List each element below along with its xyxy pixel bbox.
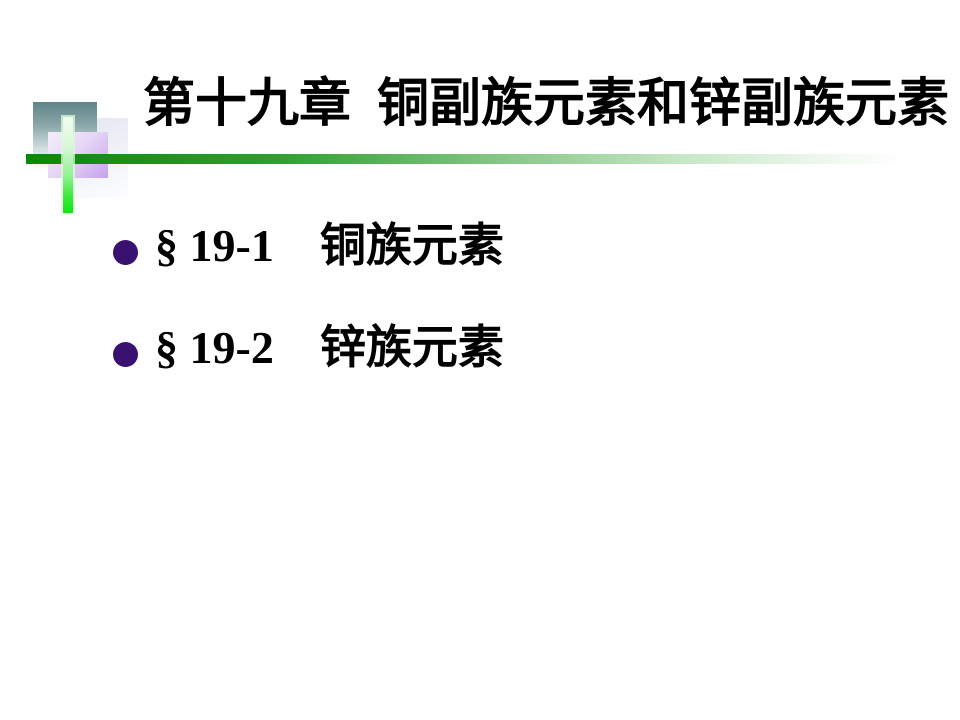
- section-19-1-label: § 19-1 铜族元素: [155, 220, 504, 271]
- section-19-2-label: § 19-2 锌族元素: [155, 322, 504, 373]
- list-item: § 19-1 铜族元素: [113, 218, 504, 274]
- bullet-dot-icon: [113, 342, 138, 367]
- bullet-dot-icon: [113, 240, 138, 265]
- slide-title: 第十九章 铜副族元素和锌副族元素: [143, 76, 950, 133]
- list-item: § 19-2 锌族元素: [113, 320, 504, 376]
- green-horizontal-rule: [26, 154, 908, 164]
- green-vertical-bar-decoration: [63, 117, 73, 213]
